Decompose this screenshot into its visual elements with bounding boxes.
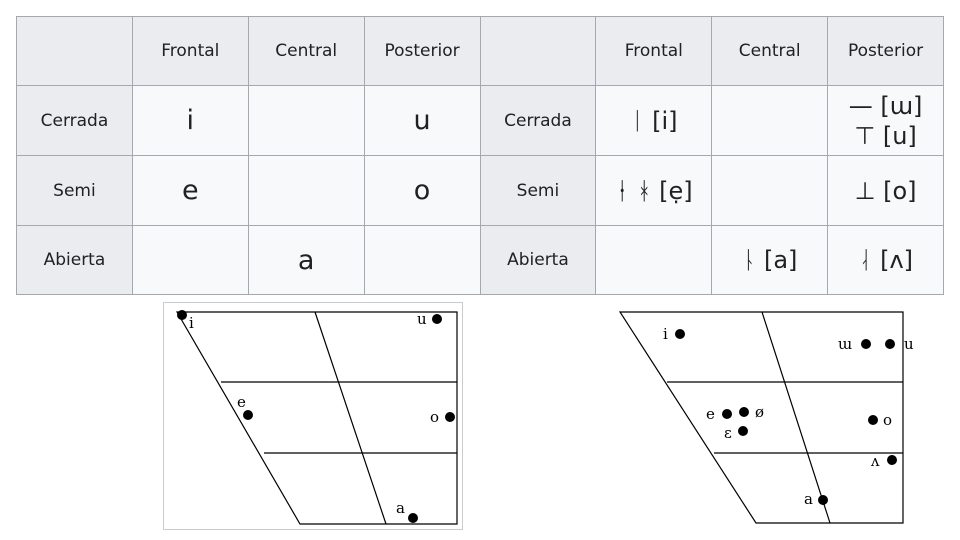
vowel-chart-right-svg: i ɯ u e ø ɛ o ʌ a — [618, 311, 914, 524]
vowel-label-o-slash: ø — [755, 403, 764, 421]
vowel-dot-a — [818, 495, 828, 505]
vowel-label-u: u — [417, 310, 427, 328]
vowel-chart-left: i u e o a — [163, 302, 463, 530]
empty-cell — [363, 225, 481, 295]
vowel-dot-open-e — [738, 426, 748, 436]
empty-cell — [247, 85, 365, 156]
row-label-semi-left: Semi — [16, 155, 133, 226]
header-posterior-right: Posterior — [827, 16, 944, 86]
vowel-dot-e — [243, 410, 253, 420]
empty-cell — [595, 225, 713, 295]
vowel-dot-close-back-unrounded — [861, 339, 871, 349]
vowel-cell: u — [363, 85, 481, 156]
vowel-dot-a — [408, 513, 418, 523]
chart-outline — [618, 311, 904, 524]
vowel-label-i: i — [189, 314, 194, 332]
vowel-label-a: a — [804, 490, 813, 508]
vowel-label-open-e: ɛ — [724, 424, 732, 442]
vowel-label-a: a — [396, 499, 405, 517]
vowel-dot-caret — [887, 455, 897, 465]
rune-cell: ᛆ [ʌ] — [827, 225, 944, 295]
vowel-cell: i — [131, 85, 249, 156]
rune-line: — [ɯ] — [848, 91, 923, 120]
vowel-chart-right: i ɯ u e ø ɛ o ʌ a — [605, 304, 925, 530]
chart-grid-line — [761, 311, 831, 524]
row-label-cerrada-right: Cerrada — [479, 85, 597, 156]
corner-cell-left — [16, 16, 133, 86]
header-central-left: Central — [247, 16, 365, 86]
corner-cell-right — [479, 16, 597, 86]
rune-cell: ᚿ [a] — [711, 225, 829, 295]
row-label-abierta-right: Abierta — [479, 225, 597, 295]
vowel-cell: a — [247, 225, 365, 295]
vowel-dot-i — [177, 310, 187, 320]
row-label-cerrada-left: Cerrada — [16, 85, 133, 156]
row-label-semi-right: Semi — [479, 155, 597, 226]
chart-outline — [175, 311, 458, 525]
vowel-label-e: e — [706, 405, 715, 423]
vowel-dot-e — [722, 409, 732, 419]
vowel-dot-i — [675, 329, 685, 339]
vowel-label-o: o — [430, 408, 439, 426]
vowel-points-right: i ɯ u e ø ɛ o ʌ a — [663, 325, 914, 508]
empty-cell — [711, 155, 829, 226]
rune-cell: ᚽ ᚼ [ẹ] — [595, 155, 713, 226]
header-central-right: Central — [711, 16, 829, 86]
vowel-dot-o — [445, 412, 455, 422]
vowel-dot-o-slash — [739, 407, 749, 417]
rune-line: ⊤ [u] — [854, 121, 917, 150]
header-frontal-right: Frontal — [595, 16, 713, 86]
vowel-dot-u — [885, 339, 895, 349]
row-label-abierta-left: Abierta — [16, 225, 133, 295]
rune-cell: ᛁ [i] — [595, 85, 713, 156]
rune-cell-stack: — [ɯ] ⊤ [u] — [827, 85, 944, 156]
header-frontal-left: Frontal — [131, 16, 249, 86]
vowel-chart-left-svg: i u e o a — [175, 310, 458, 525]
vowel-cell: o — [363, 155, 481, 226]
chart-grid-line — [314, 311, 387, 525]
vowel-points-left: i u e o a — [177, 310, 455, 523]
vowel-label-close-back-unrounded: ɯ — [838, 335, 852, 353]
vowel-label-caret: ʌ — [870, 452, 880, 470]
vowel-table: Frontal Central Posterior Frontal Centra… — [16, 16, 944, 295]
vowel-label-u: u — [904, 335, 914, 353]
empty-cell — [131, 225, 249, 295]
vowel-dot-o — [868, 415, 878, 425]
rune-cell: ⊥ [o] — [827, 155, 944, 226]
vowel-label-o: o — [883, 411, 892, 429]
vowel-label-e: e — [237, 393, 246, 411]
empty-cell — [711, 85, 829, 156]
vowel-cell: e — [131, 155, 249, 226]
vowel-dot-u — [432, 314, 442, 324]
vowel-label-i: i — [663, 325, 668, 343]
header-posterior-left: Posterior — [363, 16, 481, 86]
empty-cell — [247, 155, 365, 226]
